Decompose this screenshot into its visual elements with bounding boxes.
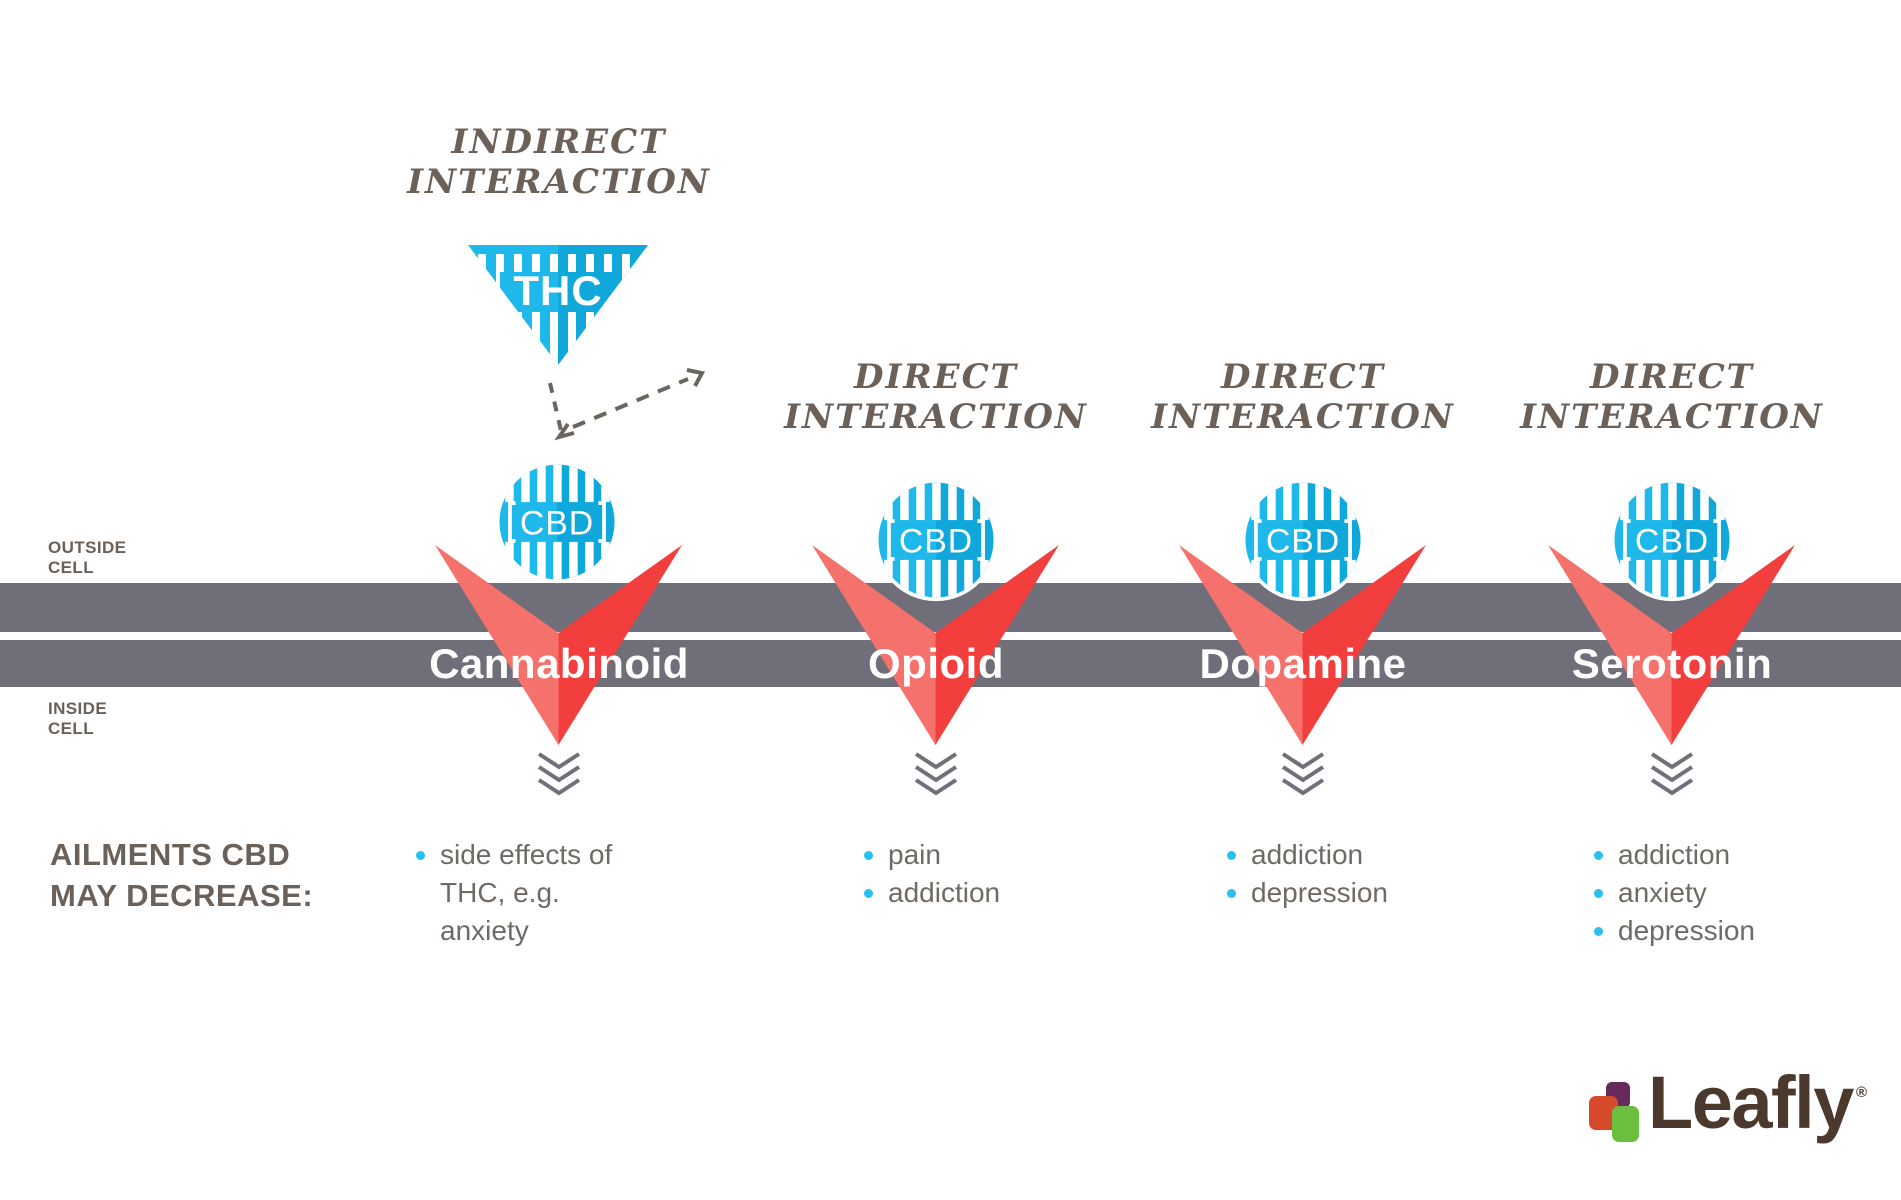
leafly-green-square xyxy=(1612,1106,1639,1142)
thc-molecule-icon: THC xyxy=(468,245,648,365)
ailment-item: addiction xyxy=(862,874,1092,912)
heading-line2: INTERACTION xyxy=(407,162,711,202)
ailments-heading: AILMENTS CBD MAY DECREASE: xyxy=(50,834,313,916)
inside-cell-line2: CELL xyxy=(48,719,94,738)
right-bracket xyxy=(1713,519,1721,561)
ailments-heading-line2: MAY DECREASE: xyxy=(50,878,314,913)
ailments-heading-line1: AILMENTS CBD xyxy=(50,837,291,872)
outside-cell-line1: OUTSIDE xyxy=(48,538,127,557)
thc-label: THC xyxy=(513,267,602,314)
receptor-name-opioid: Opioid xyxy=(868,640,1004,687)
cbd-molecule-icon: CBD xyxy=(1610,478,1734,602)
downstream-chevrons-icon xyxy=(537,752,581,796)
left-bracket xyxy=(508,501,516,543)
left-bracket xyxy=(887,519,895,561)
ailment-item: addiction xyxy=(1592,836,1822,874)
left-bracket xyxy=(1623,519,1631,561)
downstream-chevrons-icon xyxy=(1281,752,1325,796)
ailment-list-dopamine: addiction depression xyxy=(1225,836,1455,912)
thc-deflection-arrows xyxy=(548,368,706,441)
interaction-heading-serotonin: DIRECT INTERACTION xyxy=(1462,357,1882,437)
leafly-logo: Leafly ® xyxy=(1586,1063,1896,1162)
outside-cell-line2: CELL xyxy=(48,558,94,577)
heading-line1: DIRECT xyxy=(1221,357,1385,397)
left-bracket xyxy=(1254,519,1262,561)
ailment-item: side effects of THC, e.g. anxiety xyxy=(414,836,644,950)
ailment-list-cannabinoid: side effects of THC, e.g. anxiety xyxy=(414,836,644,950)
receptor-name-serotonin: Serotonin xyxy=(1571,640,1773,687)
receptor-v-cannabinoid xyxy=(435,545,682,745)
interaction-heading-dopamine: DIRECT INTERACTION xyxy=(1093,357,1513,437)
cbd-label: CBD xyxy=(1266,522,1340,560)
heading-line1: DIRECT xyxy=(854,357,1018,397)
receptor-name-cannabinoid: Cannabinoid xyxy=(429,640,689,687)
ailment-list-serotonin: addiction anxiety depression xyxy=(1592,836,1822,950)
ailment-item: addiction xyxy=(1225,836,1455,874)
ailment-list-opioid: pain addiction xyxy=(862,836,1092,912)
registered-trademark-symbol: ® xyxy=(1856,1084,1868,1101)
leafly-wordmark: Leafly xyxy=(1648,1061,1854,1144)
heading-line2: INTERACTION xyxy=(1520,397,1824,437)
right-bracket xyxy=(1344,519,1352,561)
heading-line1: INDIRECT xyxy=(451,122,667,162)
ailment-item: depression xyxy=(1225,874,1455,912)
arrowhead-down-left xyxy=(554,422,575,441)
cbd-label: CBD xyxy=(520,504,594,542)
interaction-heading-opioid: DIRECT INTERACTION xyxy=(726,357,1146,437)
outgoing-dashed-line xyxy=(572,377,689,429)
incoming-dashed-line xyxy=(548,382,564,436)
receptor-v-opioid xyxy=(812,545,1059,745)
cbd-label: CBD xyxy=(899,522,973,560)
ailment-item: pain xyxy=(862,836,1092,874)
heading-line2: INTERACTION xyxy=(784,397,1088,437)
heading-line2: INTERACTION xyxy=(1151,397,1455,437)
arrowhead-up-right xyxy=(686,368,706,387)
downstream-chevrons-icon xyxy=(914,752,958,796)
ailment-item: anxiety xyxy=(1592,874,1822,912)
inside-cell-line1: INSIDE xyxy=(48,699,108,718)
interaction-heading-cannabinoid: INDIRECT INTERACTION xyxy=(349,122,769,202)
receptor-v-serotonin xyxy=(1548,545,1795,745)
cbd-molecule-icon: CBD xyxy=(495,460,619,584)
right-bracket xyxy=(977,519,985,561)
downstream-chevrons-icon xyxy=(1650,752,1694,796)
receptor-name-dopamine: Dopamine xyxy=(1199,640,1407,687)
cbd-molecule-icon: CBD xyxy=(1241,478,1365,602)
ailment-item: depression xyxy=(1592,912,1822,950)
right-bracket xyxy=(598,501,606,543)
inside-cell-label: INSIDE CELL xyxy=(48,699,107,739)
cbd-molecule-icon: CBD xyxy=(874,478,998,602)
receptor-v-dopamine xyxy=(1179,545,1426,745)
outside-cell-label: OUTSIDE CELL xyxy=(48,538,126,578)
cbd-label: CBD xyxy=(1635,522,1709,560)
heading-line1: DIRECT xyxy=(1590,357,1754,397)
